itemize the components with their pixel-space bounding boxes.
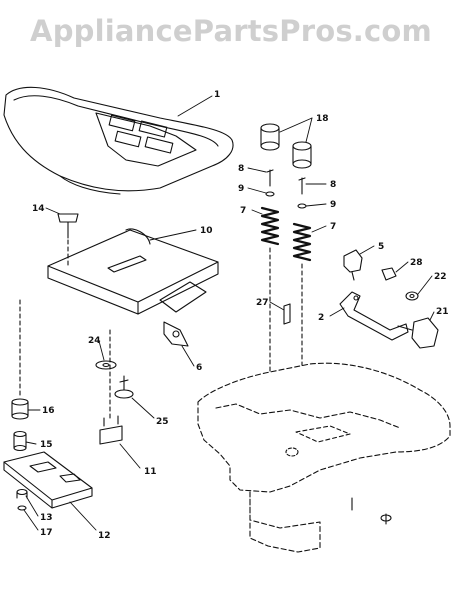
callout-bolt-left: 8 bbox=[238, 164, 244, 174]
seat-pan[interactable] bbox=[47, 228, 219, 315]
callout-hinge-bracket: 6 bbox=[196, 363, 202, 373]
carriage-bolt[interactable] bbox=[114, 375, 134, 399]
washer-left[interactable] bbox=[265, 191, 275, 197]
callout-nut-17: 17 bbox=[40, 528, 53, 538]
nut-17[interactable] bbox=[17, 505, 27, 511]
callout-hinge-plate: 11 bbox=[144, 467, 157, 477]
callout-nut-22: 22 bbox=[434, 272, 447, 282]
switch[interactable] bbox=[343, 249, 363, 281]
seat-cushion[interactable] bbox=[3, 86, 234, 195]
callout-spacer-16: 16 bbox=[42, 406, 55, 416]
locknut[interactable] bbox=[381, 267, 397, 281]
callout-spacer-15: 15 bbox=[40, 440, 53, 450]
washer-right[interactable] bbox=[297, 203, 307, 209]
callout-locknut: 28 bbox=[410, 258, 423, 268]
callout-bolt-right: 8 bbox=[330, 180, 336, 190]
callout-knob-21: 21 bbox=[436, 307, 449, 317]
callout-seat-pan: 10 bbox=[200, 226, 213, 236]
seat-track[interactable] bbox=[3, 451, 93, 509]
nut-22[interactable] bbox=[405, 291, 419, 301]
pin[interactable] bbox=[283, 303, 291, 325]
callout-spring-right: 7 bbox=[330, 222, 336, 232]
bolt-left[interactable] bbox=[266, 169, 274, 187]
hinge-bracket[interactable] bbox=[163, 321, 189, 347]
callout-bracket: 2 bbox=[318, 313, 324, 323]
fender-body bbox=[197, 362, 451, 553]
callout-seat: 1 bbox=[214, 90, 220, 100]
callout-seat-track: 12 bbox=[98, 531, 111, 541]
washer[interactable] bbox=[95, 360, 117, 370]
callout-spring-left: 7 bbox=[240, 206, 246, 216]
callout-washer-right: 9 bbox=[330, 200, 336, 210]
spacer-15[interactable] bbox=[13, 430, 27, 452]
bracket[interactable] bbox=[339, 291, 409, 341]
spring-right[interactable] bbox=[292, 222, 312, 262]
knob-21[interactable] bbox=[397, 317, 439, 349]
bumper-left[interactable] bbox=[260, 123, 280, 151]
callout-pin: 27 bbox=[256, 298, 269, 308]
hinge-plate[interactable] bbox=[99, 415, 123, 445]
callout-bumper-left: 18 bbox=[316, 114, 329, 124]
spring-left[interactable] bbox=[260, 206, 280, 246]
nut-13[interactable] bbox=[16, 488, 28, 499]
callout-washer-left: 9 bbox=[238, 184, 244, 194]
bolt-right[interactable] bbox=[298, 177, 306, 195]
spacer-16[interactable] bbox=[11, 398, 29, 420]
callout-carriage-bolt: 25 bbox=[156, 417, 169, 427]
callout-washer: 24 bbox=[88, 336, 101, 346]
callout-knob-bolt: 14 bbox=[32, 204, 45, 214]
callout-switch: 5 bbox=[378, 242, 384, 252]
watermark-text: AppliancePartsPros.com bbox=[30, 14, 432, 48]
bumper-right[interactable] bbox=[292, 141, 312, 169]
callout-nut-13: 13 bbox=[40, 513, 53, 523]
knob-bolt[interactable] bbox=[57, 213, 79, 239]
